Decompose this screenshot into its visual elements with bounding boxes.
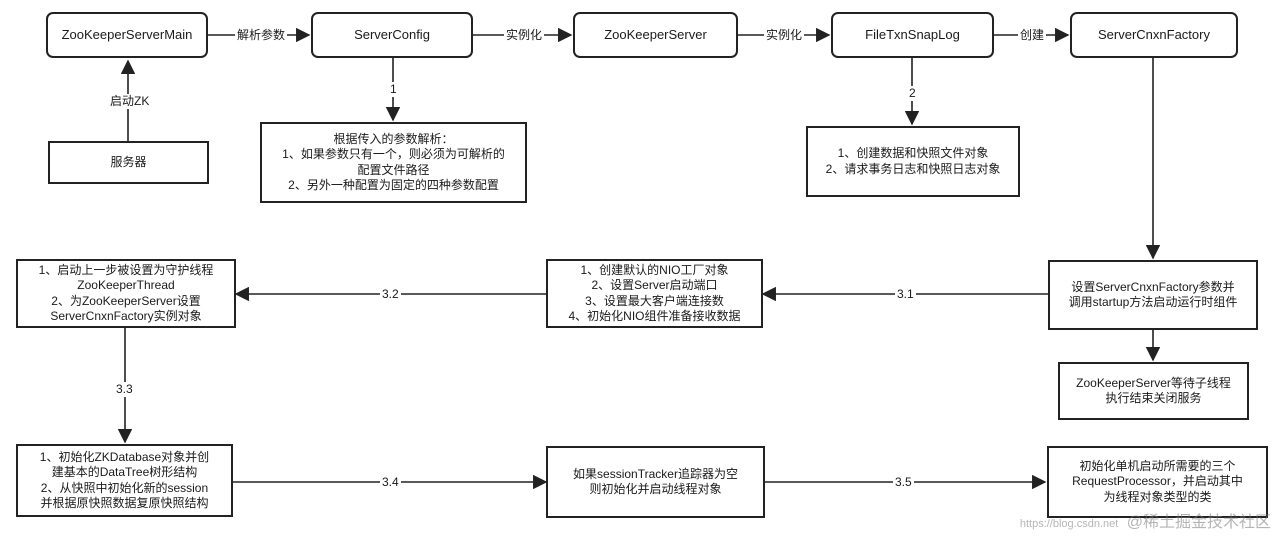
watermark: https://blog.csdn.net @稀土掘金技术社区	[1020, 508, 1271, 532]
edge-label-3-1: 3.1	[895, 287, 916, 302]
edge-label-parse: 解析参数	[235, 28, 288, 43]
edge-label-2: 2	[907, 86, 918, 101]
edge-label-instantiate-1: 实例化	[504, 28, 545, 43]
node-server[interactable]: 服务器	[48, 141, 209, 184]
watermark-text: @稀土掘金技术社区	[1126, 514, 1271, 531]
node-server-config[interactable]: ServerConfig	[311, 12, 473, 58]
node-startup[interactable]: 设置ServerCnxnFactory参数并 调用startup方法启动运行时组…	[1048, 260, 1258, 330]
edge-label-start-zk: 启动ZK	[108, 94, 152, 109]
node-wait-shutdown[interactable]: ZooKeeperServer等待子线程 执行结束关闭服务	[1058, 362, 1249, 420]
node-zookeeper-server-main[interactable]: ZooKeeperServerMain	[46, 12, 208, 58]
edge-label-3-4: 3.4	[380, 475, 401, 490]
note-file-objects: 1、创建数据和快照文件对象 2、请求事务日志和快照日志对象	[806, 126, 1020, 197]
node-session-tracker[interactable]: 如果sessionTracker追踪器为空 则初始化并启动线程对象	[546, 446, 765, 518]
node-file-txn-snap-log[interactable]: FileTxnSnapLog	[831, 12, 994, 58]
note-config-parse: 根据传入的参数解析： 1、如果参数只有一个，则必须为可解析的 配置文件路径 2、…	[260, 122, 527, 203]
node-request-processor[interactable]: 初始化单机启动所需要的三个 RequestProcessor，并启动其中 为线程…	[1047, 446, 1268, 518]
edge-label-create: 创建	[1018, 28, 1047, 43]
node-thread-setup[interactable]: 1、启动上一步被设置为守护线程 ZooKeeperThread 2、为ZooKe…	[16, 259, 236, 328]
node-zk-database[interactable]: 1、初始化ZKDatabase对象并创 建基本的DataTree树形结构 2、从…	[16, 444, 233, 517]
edge-label-3-3: 3.3	[114, 382, 135, 397]
node-server-cnxn-factory[interactable]: ServerCnxnFactory	[1070, 12, 1238, 58]
edge-label-3-2: 3.2	[380, 287, 401, 302]
node-zookeeper-server[interactable]: ZooKeeperServer	[573, 12, 738, 58]
watermark-url: https://blog.csdn.net	[1019, 518, 1119, 530]
edge-label-1: 1	[388, 82, 399, 97]
edge-label-instantiate-2: 实例化	[764, 28, 805, 43]
node-nio-factory[interactable]: 1、创建默认的NIO工厂对象 2、设置Server启动端口 3、设置最大客户端连…	[546, 259, 763, 328]
edge-label-3-5: 3.5	[893, 475, 914, 490]
